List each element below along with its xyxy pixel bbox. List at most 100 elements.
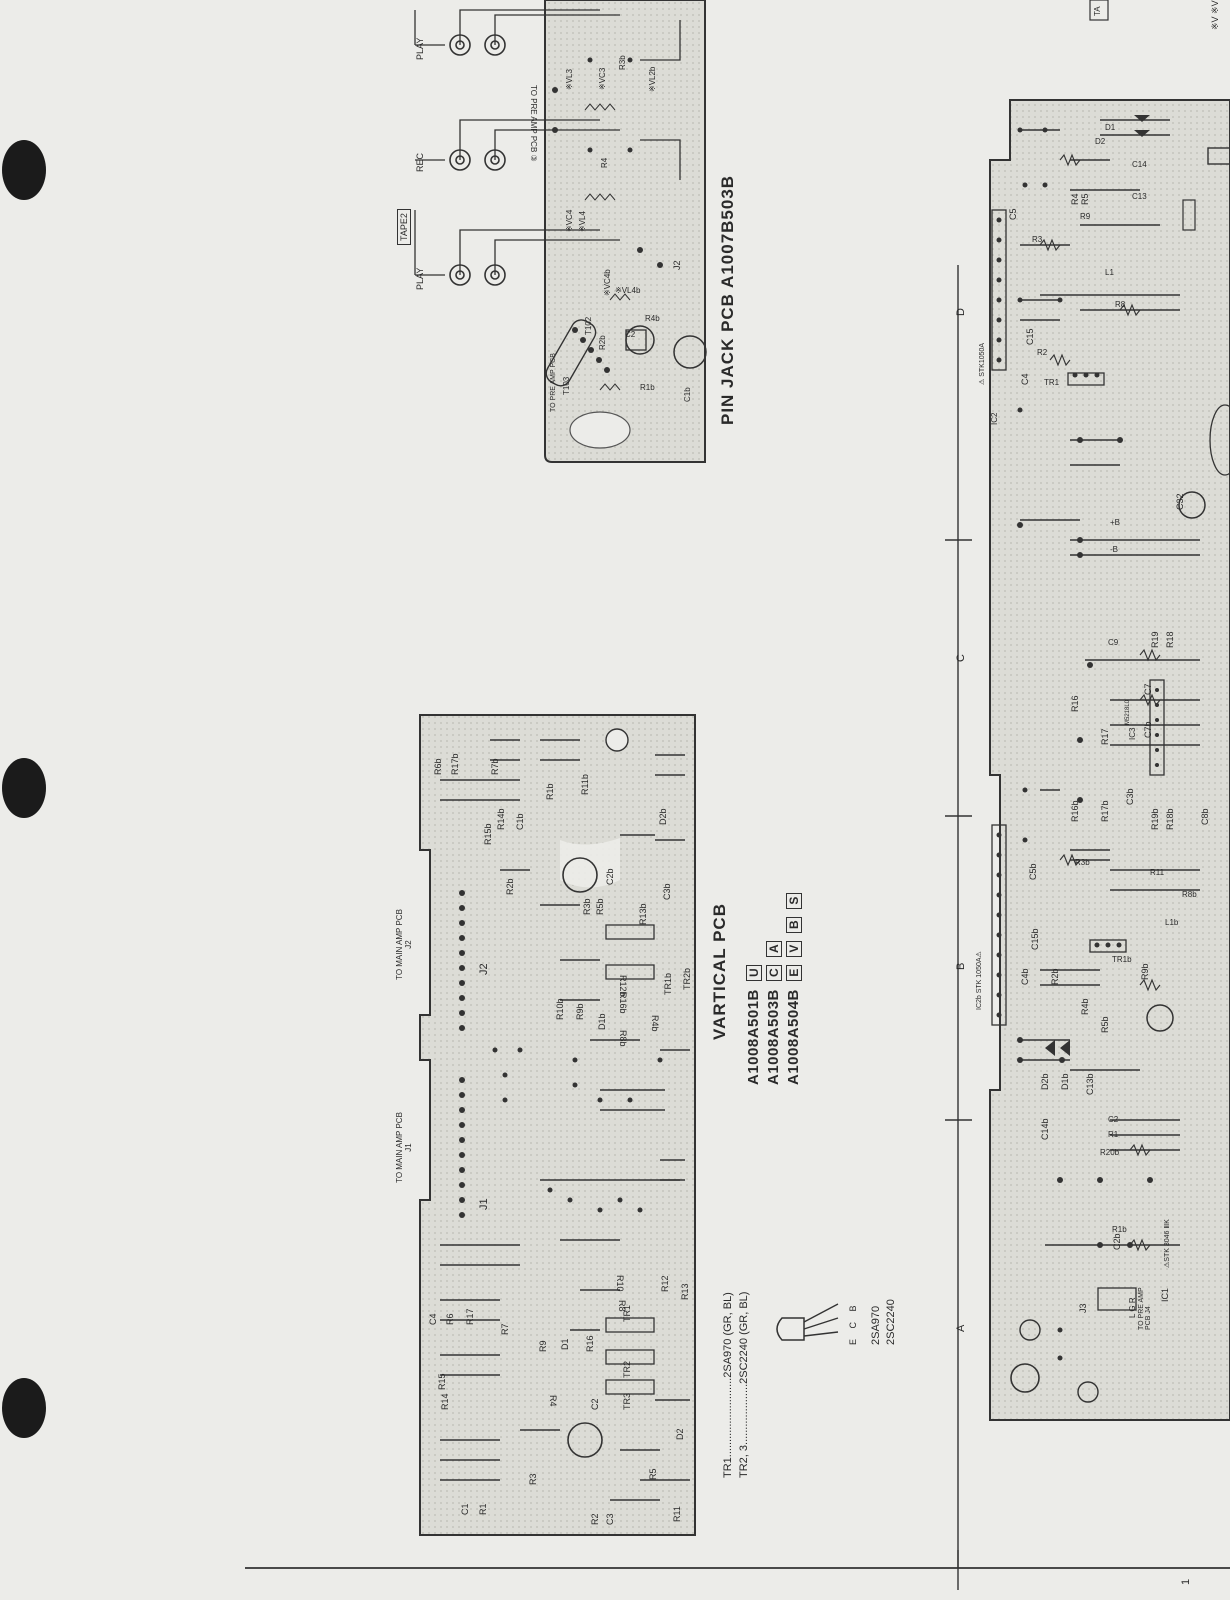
component-label: R3	[1032, 235, 1043, 244]
component-label: L1b	[1165, 918, 1179, 927]
component-label: TR3	[622, 1392, 632, 1410]
ic2-label: IC2	[990, 412, 999, 425]
transistor-part-1: 2SA970 (GR, BL)	[722, 1292, 734, 1378]
pinout-pins: E C B	[848, 1301, 858, 1345]
component-label: R16b	[618, 992, 628, 1014]
ic3-label: IC3	[1128, 727, 1137, 740]
transistor-ref-2: TR2, 3	[738, 1444, 750, 1478]
vl3-label: ※VL3	[565, 69, 574, 90]
component-label: R2b	[505, 878, 515, 895]
component-label: R18	[1165, 631, 1175, 648]
component-label: R11	[672, 1506, 682, 1522]
r2b-label: R2b	[598, 335, 607, 350]
c1b-label: C1b	[683, 387, 692, 402]
section-c: C	[955, 654, 967, 662]
transistor-pinout-symbol	[776, 1303, 839, 1341]
to-pre-amp-3-label: TO PRE AMP PCB ③	[529, 85, 538, 162]
component-label: D2b	[658, 808, 668, 825]
to-pre-amp-j4: TO PRE AMP PCB J4	[1138, 1287, 1152, 1330]
component-label: D1b	[597, 1013, 607, 1030]
vl2b-label: ※VL2b	[648, 66, 657, 92]
rec-label: REC	[415, 152, 425, 172]
component-label: TR2	[622, 1360, 632, 1378]
to-main-amp-j1: TO MAIN AMP PCB J1	[395, 1112, 413, 1183]
component-label: C2b	[605, 868, 615, 885]
r3b-label: R3b	[618, 55, 627, 70]
transistor-row-1: TR1..........................2SA970 (GR,…	[722, 1292, 734, 1478]
component-label: D2	[675, 1428, 685, 1440]
component-label: R1	[1108, 1130, 1119, 1139]
transistor-row-2: TR2, 3....................2SC2240 (GR, B…	[738, 1291, 750, 1478]
model-row-2: A1008A503B CA	[765, 937, 783, 1085]
right-edge-top-label: TA	[1093, 6, 1102, 16]
component-label: R17b	[1100, 800, 1110, 822]
punch-hole-middle	[2, 758, 46, 818]
component-label: C15b	[1030, 928, 1040, 950]
component-label: TR1	[1044, 378, 1060, 387]
component-label: R9b	[1140, 963, 1150, 980]
component-label: C14b	[1040, 1118, 1050, 1140]
pinout-part-2: 2SC2240	[885, 1299, 897, 1345]
j1-connector-label: J1	[478, 1198, 490, 1210]
component-label: R9b	[575, 1003, 585, 1020]
model-box-e: E	[786, 964, 802, 981]
component-label: R9	[1080, 212, 1091, 221]
component-label: R5	[648, 1468, 658, 1480]
component-label: C2	[590, 1398, 600, 1410]
model-code-1: A1008A501B	[745, 989, 762, 1085]
c2-label: C2	[625, 330, 636, 339]
to-main-amp-j2: TO MAIN AMP PCB J2	[395, 909, 413, 980]
component-label: R8	[617, 1300, 627, 1312]
vl4b-label: ※VL4b	[615, 286, 641, 295]
component-label: R10b	[555, 998, 565, 1020]
component-label: R8	[1115, 300, 1126, 309]
ic3-part: M5218L0	[1125, 699, 1131, 725]
model-row-3: A1008A504B EVBS	[785, 889, 803, 1085]
component-label: R9	[538, 1340, 548, 1352]
component-label: R5b	[595, 898, 605, 915]
component-label: R16	[1070, 695, 1080, 712]
component-label: D1	[560, 1338, 570, 1350]
component-label: R13	[680, 1283, 690, 1300]
component-label: R11b	[580, 774, 590, 795]
component-label: C8b	[1200, 808, 1210, 825]
component-label: R19b	[1150, 808, 1160, 830]
punch-hole-bottom	[2, 1378, 46, 1438]
transistor-part-2: 2SC2240 (GR, BL)	[738, 1291, 750, 1384]
component-label: C3b	[662, 883, 672, 900]
component-label: R12	[660, 1275, 670, 1292]
component-label: L1	[1105, 268, 1114, 277]
play-label-left: PLAY	[415, 267, 425, 290]
component-label: C32	[1175, 493, 1185, 510]
component-label: C1	[460, 1503, 470, 1515]
component-label: R2b	[1050, 968, 1060, 985]
lgr-label: L G R	[1128, 1297, 1137, 1318]
component-label: R2	[1037, 348, 1048, 357]
component-label: R1	[478, 1503, 488, 1515]
pin-jack-pcb	[414, 0, 707, 463]
section-a: A	[955, 1324, 967, 1332]
component-label: R16b	[1070, 800, 1080, 822]
component-label: R16	[585, 1335, 595, 1352]
page-number: 1	[1180, 1578, 1192, 1585]
component-label: TR1b	[663, 972, 673, 995]
section-b: B	[955, 962, 967, 970]
t103-label: T103	[562, 376, 571, 395]
r4-label: R4	[600, 157, 609, 168]
component-label: R20b	[1100, 1148, 1120, 1157]
component-label: R3b	[582, 898, 592, 915]
j3-label: J3	[1078, 1303, 1088, 1313]
component-label: R8b	[1182, 890, 1197, 899]
component-label: R4	[1070, 193, 1080, 205]
component-label: C13b	[1085, 1073, 1095, 1095]
component-label: R4b	[1080, 998, 1090, 1015]
component-label: TR1b	[1112, 955, 1132, 964]
model-box-b: B	[786, 916, 802, 933]
component-label: R5b	[1100, 1016, 1110, 1033]
component-label: C4	[428, 1313, 438, 1325]
component-label: R14	[440, 1393, 450, 1410]
component-label: R18b	[1165, 808, 1175, 830]
component-label: D2b	[1040, 1073, 1050, 1090]
model-code-2: A1008A503B	[765, 989, 782, 1085]
vl4-label: ※VL4	[578, 211, 587, 232]
